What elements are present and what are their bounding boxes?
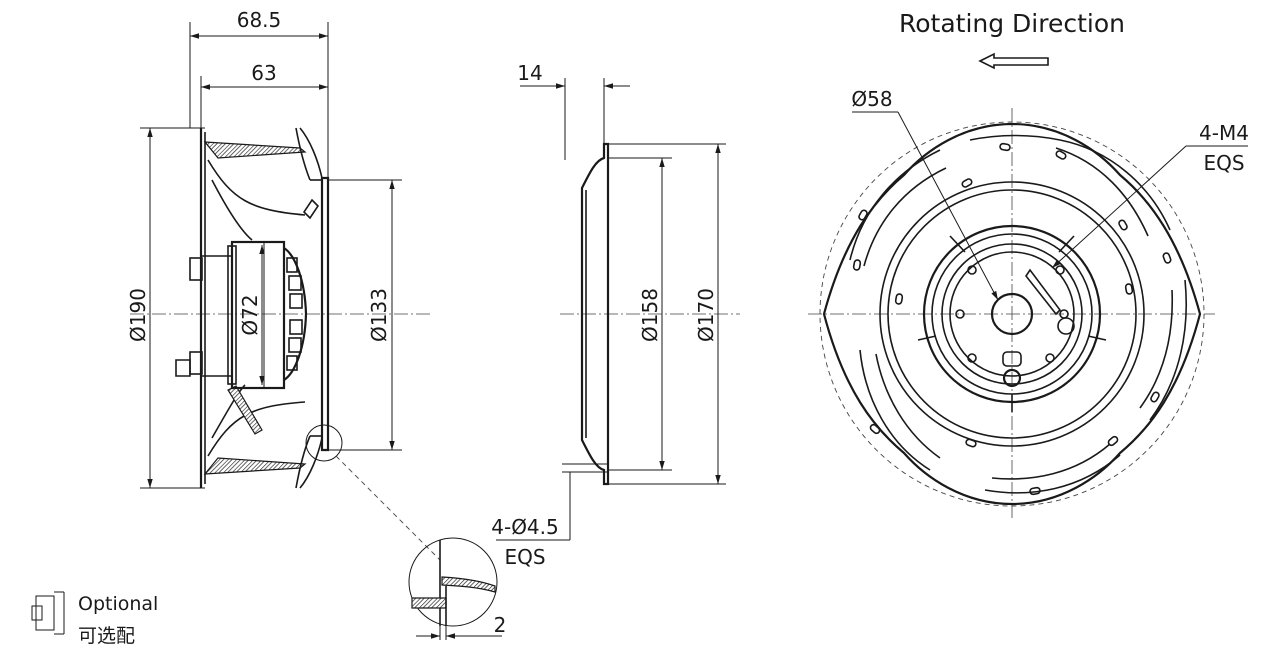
- motor-mount-holes: [955, 265, 1069, 363]
- dim-motor-diameter-label: Ø72: [238, 294, 262, 335]
- dim-impeller-depth: 63: [200, 61, 328, 130]
- ring-view: 14 4-Ø4.5 EQS Ø158 Ø170: [491, 61, 740, 569]
- dim-outer-diameter-label: Ø190: [126, 288, 150, 342]
- shroud-bottom: [203, 457, 307, 475]
- shroud-top: [203, 141, 307, 159]
- dim-ring-depth-label: 14: [517, 61, 542, 85]
- motor: [175, 240, 308, 390]
- dim-impeller-depth-label: 63: [251, 61, 276, 85]
- optional-symbol-icon: [31, 591, 65, 635]
- hole-spec-label: 4-Ø4.5: [491, 515, 559, 539]
- front-view: Rotating Direction: [808, 9, 1249, 520]
- dim-inlet-diameter: Ø133: [328, 179, 402, 451]
- detail-circle: [408, 537, 498, 627]
- dim-ring-inner-label: Ø158: [638, 288, 662, 342]
- dim-hub-label: Ø58: [851, 87, 892, 111]
- shaft-hub: [990, 292, 1034, 336]
- thread-note-label: EQS: [1203, 151, 1244, 175]
- hub-diameter-callout: Ø58: [851, 87, 999, 301]
- cable-gland: [1002, 368, 1022, 388]
- dim-overall-depth: 68.5: [189, 8, 329, 180]
- thread-spec-label: 4-M4: [1199, 121, 1249, 145]
- optional-legend: Optional 可选配: [31, 591, 158, 647]
- optional-zh-label: 可选配: [78, 625, 135, 647]
- dim-motor-diameter: Ø72: [238, 245, 265, 385]
- dim-outer-diameter: Ø190: [126, 127, 205, 489]
- thread-callout: 4-M4 EQS: [1051, 121, 1249, 269]
- side-view: 68.5 63 Ø190: [126, 8, 441, 561]
- rotation-label: Rotating Direction: [899, 9, 1125, 38]
- dim-inlet-diameter-label: Ø133: [367, 288, 391, 342]
- rotation-arrow-icon: [978, 52, 1049, 70]
- impeller-blades: [849, 134, 1188, 494]
- detail-view: 2: [408, 537, 507, 640]
- dim-overall-depth-label: 68.5: [237, 8, 282, 32]
- dim-ring-outer-label: Ø170: [694, 288, 718, 342]
- blade-slots: [852, 142, 1172, 496]
- outer-envelope-circle: [819, 121, 1205, 507]
- inlet-ring-profile: [580, 142, 610, 486]
- hole-note-label: EQS: [504, 545, 545, 569]
- inlet-ring-outer: [879, 181, 1145, 447]
- optional-en-label: Optional: [78, 593, 158, 615]
- dim-gap-label: 2: [494, 613, 507, 637]
- detail-callout-circle: [305, 424, 343, 462]
